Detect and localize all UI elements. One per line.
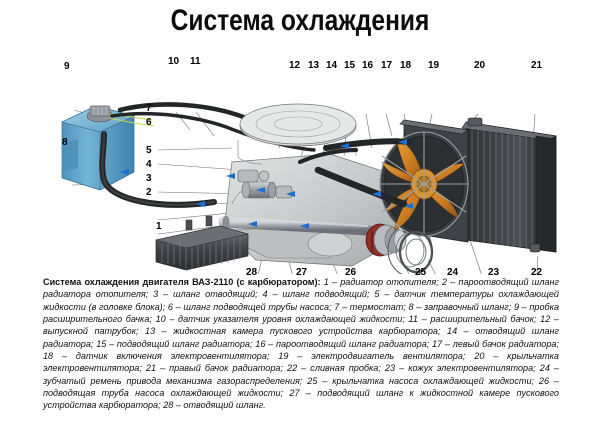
callout-number-21: 21 (531, 60, 543, 71)
callout-number-4: 4 (146, 159, 152, 170)
water-pump-inlet-pipe (218, 215, 374, 236)
cooling-system-diagram (0, 44, 600, 274)
coolant-flow-arrows (120, 139, 413, 229)
callout-number-26: 26 (345, 267, 357, 278)
callout-number-15: 15 (344, 60, 356, 71)
callout-number-12: 12 (289, 60, 301, 71)
callout-number-5: 5 (146, 145, 152, 156)
callout-number-8: 8 (62, 137, 68, 148)
callout-number-1: 1 (156, 221, 162, 232)
callout-number-28: 28 (246, 267, 258, 278)
callout-number-6: 6 (146, 117, 152, 128)
callout-number-19: 19 (428, 60, 440, 71)
callout-number-2: 2 (146, 187, 152, 198)
callout-number-14: 14 (326, 60, 338, 71)
caption-body: 1 – радиатор отопителя; 2 – пароотводящи… (43, 277, 560, 411)
callout-number-22: 22 (531, 267, 543, 278)
expansion-tank (61, 105, 155, 191)
diagram-artwork (61, 102, 557, 274)
page-title: Система охлаждения (170, 4, 430, 37)
callout-number-3: 3 (146, 173, 152, 184)
callout-number-18: 18 (400, 60, 412, 71)
fan-shroud-ribs (379, 131, 469, 237)
callout-number-17: 17 (381, 60, 393, 71)
callout-number-10: 10 (168, 56, 180, 67)
callout-number-23: 23 (488, 267, 500, 278)
callout-number-9: 9 (64, 61, 70, 72)
callout-number-20: 20 (474, 60, 486, 71)
caption-lead: Система охлаждения двигателя ВАЗ-2110 (с… (43, 277, 321, 287)
water-pump (365, 223, 433, 274)
timing-belt (398, 230, 434, 274)
callout-number-27: 27 (296, 267, 308, 278)
callout-number-25: 25 (415, 267, 427, 278)
fan-assembly (379, 131, 469, 237)
callout-number-7: 7 (146, 103, 152, 114)
callout-number-13: 13 (308, 60, 320, 71)
callout-number-11: 11 (190, 56, 201, 67)
callout-number-24: 24 (447, 267, 459, 278)
callout-number-16: 16 (362, 60, 374, 71)
heater-core (155, 215, 249, 271)
thermostat-assembly (237, 169, 293, 199)
figure-caption: Система охлаждения двигателя ВАЗ-2110 (с… (43, 276, 559, 412)
